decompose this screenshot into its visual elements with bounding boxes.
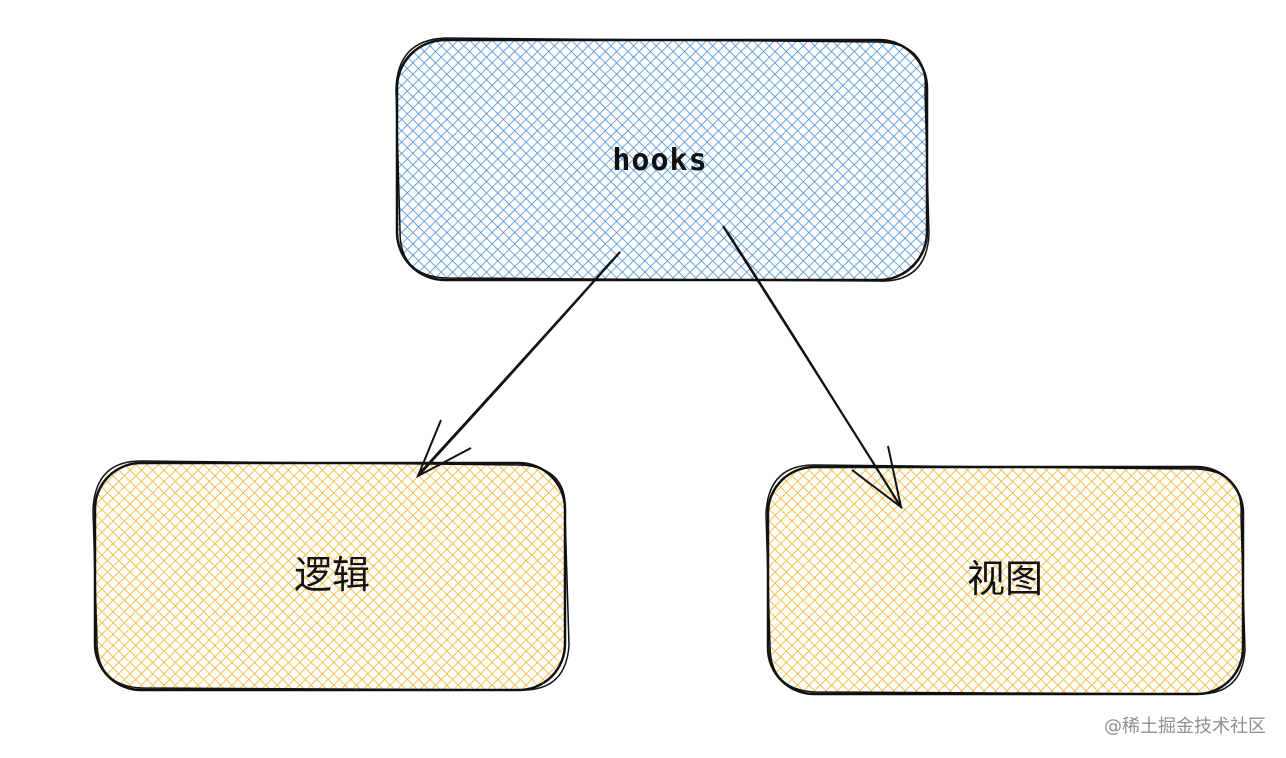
edge-hooks-to-logic-line [417, 251, 621, 477]
edge-hooks-to-logic-arrowhead [416, 419, 472, 479]
edge-hooks-to-view-line-sketch [727, 231, 898, 503]
node-logic-sketch-stroke [92, 460, 570, 691]
edge-hooks-to-view [722, 225, 903, 510]
edge-hooks-to-logic-line-sketch [419, 257, 615, 473]
edge-hooks-to-logic [416, 251, 621, 479]
node-view-sketch-stroke [765, 464, 1246, 695]
node-hooks-sketch-stroke [395, 37, 930, 282]
watermark: @稀土掘金技术社区 [1104, 716, 1266, 737]
edge-hooks-to-view-arrowhead [851, 445, 903, 510]
node-hooks: hooks [395, 37, 930, 282]
node-view-label: 视图 [967, 557, 1043, 601]
node-logic: 逻辑 [92, 460, 570, 692]
node-view: 视图 [765, 464, 1246, 696]
node-logic-label: 逻辑 [294, 553, 370, 597]
node-hooks-label: hooks [612, 143, 707, 178]
